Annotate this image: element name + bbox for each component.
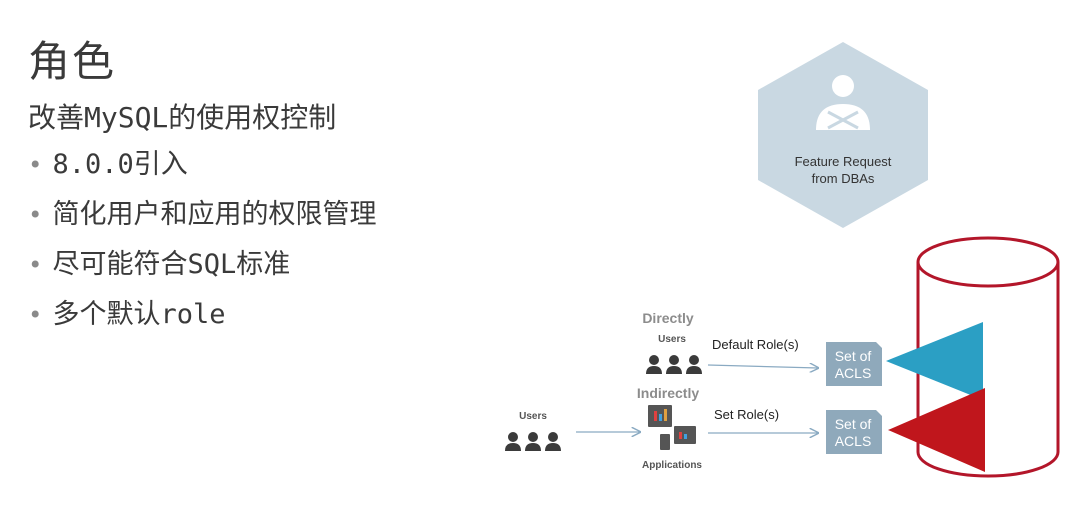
feature-request-hexagon: Feature Request from DBAs: [758, 42, 928, 228]
directly-users-label: Users: [658, 334, 686, 345]
set-roles-label: Set Role(s): [714, 407, 779, 422]
slide-title: 角色: [28, 37, 117, 86]
bullet-text: 尽可能符合SQL标准: [52, 249, 291, 280]
bullet-item: • 8.0.0引入: [28, 142, 376, 192]
bullet-dot-icon: •: [28, 251, 43, 279]
acl-top-line2: ACLS: [835, 365, 872, 381]
bullet-dot-icon: •: [28, 201, 43, 229]
applications-icon: [648, 405, 696, 450]
acl-box-top: Set of ACLS: [826, 342, 882, 386]
bullet-text: 多个默认role: [52, 299, 226, 330]
acl-bottom-line2: ACLS: [835, 433, 872, 449]
bullet-item: • 简化用户和应用的权限管理: [28, 192, 376, 242]
feature-request-line1: Feature Request: [795, 154, 892, 169]
acl-box-bottom: Set of ACLS: [826, 410, 882, 454]
bullet-text: 简化用户和应用的权限管理: [52, 199, 377, 230]
indirectly-heading: Indirectly: [637, 385, 699, 401]
directly-heading: Directly: [642, 310, 694, 326]
default-roles-arrow: [707, 365, 818, 368]
acl-bottom-line1: Set of: [835, 416, 872, 432]
slide-subtitle: 改善MySQL的使用权控制: [28, 101, 337, 134]
bullet-item: • 尽可能符合SQL标准: [28, 242, 376, 292]
blue-triangle-icon: [886, 322, 983, 400]
default-roles-label: Default Role(s): [712, 337, 799, 352]
acl-top-line1: Set of: [835, 348, 872, 364]
feature-request-line2: from DBAs: [812, 171, 875, 186]
dba-person-icon: [816, 75, 870, 130]
bullet-item: • 多个默认role: [28, 292, 376, 342]
left-users-icon: [505, 432, 561, 451]
bullet-dot-icon: •: [28, 151, 43, 179]
bullet-text: 8.0.0引入: [52, 149, 188, 180]
bullet-list: • 8.0.0引入 • 简化用户和应用的权限管理 • 尽可能符合SQL标准 • 多个默认…: [28, 142, 376, 342]
applications-label: Applications: [642, 460, 702, 471]
direct-users-icon: [646, 355, 702, 374]
red-triangle-icon: [888, 388, 985, 472]
bullet-dot-icon: •: [28, 301, 43, 329]
left-users-label: Users: [519, 411, 547, 422]
